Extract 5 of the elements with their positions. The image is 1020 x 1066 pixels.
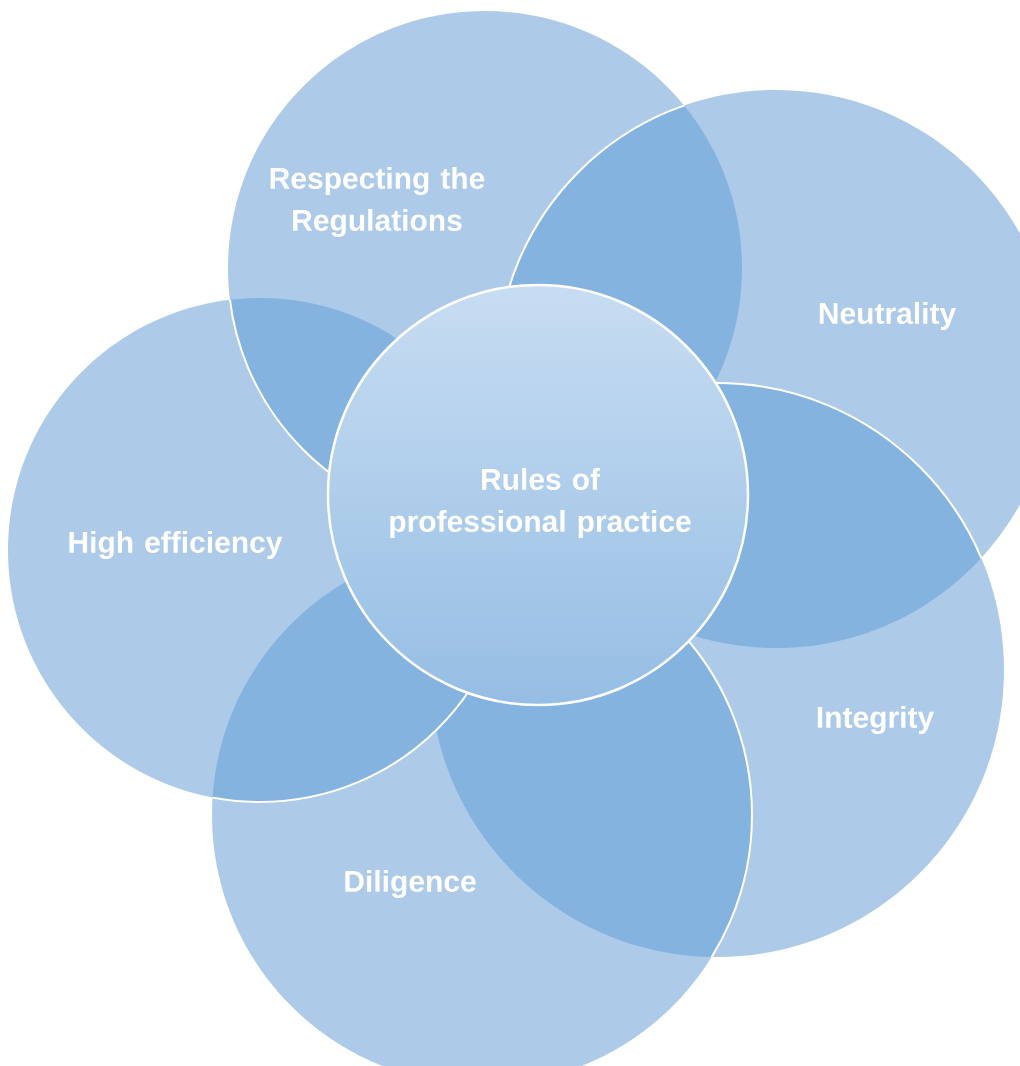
petal-label: Neutrality (819, 302, 956, 330)
petal-label: Diligence (345, 869, 476, 899)
petal-label: High efficiency (69, 530, 283, 560)
petal-label: Respecting the Regulations (270, 166, 485, 238)
petal-label: Integrity (817, 705, 934, 735)
